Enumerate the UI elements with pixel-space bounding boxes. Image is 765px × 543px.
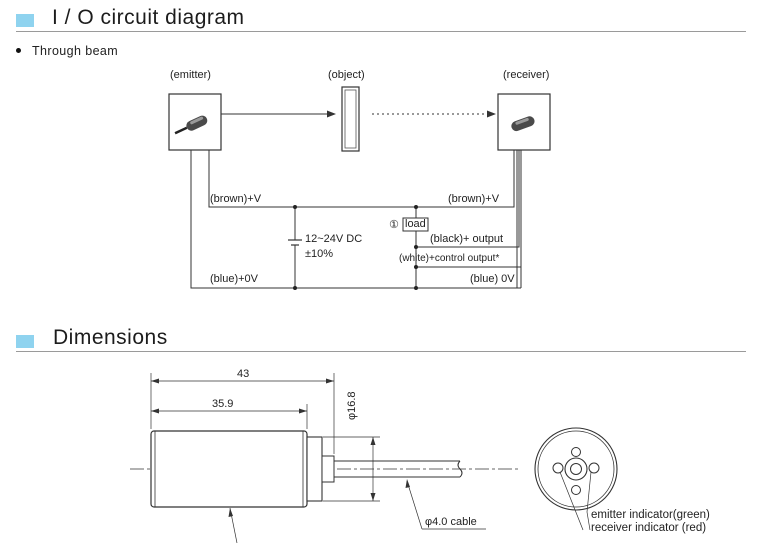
sensor-body xyxy=(150,430,308,508)
dimension-body-length: 35.9 xyxy=(212,398,234,410)
section-marker-dimensions xyxy=(16,335,34,348)
object-label: (object) xyxy=(328,69,365,81)
supply-voltage-label: 12~24V DC xyxy=(305,233,363,245)
front-view xyxy=(534,427,618,511)
wire-label-blue-right: (blue) 0V xyxy=(470,273,515,285)
section-divider-io xyxy=(16,31,746,32)
emitter-label: (emitter) xyxy=(170,69,211,81)
cable-label: φ4.0 cable xyxy=(425,516,477,528)
load-label: load xyxy=(405,218,426,230)
receiver-label: (receiver) xyxy=(503,69,550,81)
indicator-label-red: receiver indicator (red) xyxy=(591,522,707,534)
section-title-dimensions: Dimensions xyxy=(53,326,168,349)
sensor-collar xyxy=(306,436,323,502)
section-divider-dimensions xyxy=(16,351,746,352)
wire-label-black-output: (black)+ output xyxy=(430,233,504,245)
section-title-io: I / O circuit diagram xyxy=(52,6,245,29)
wire-label-white-output: (white)+control output* xyxy=(399,253,500,264)
bullet-dot xyxy=(16,48,21,53)
bullet-through-beam: Through beam xyxy=(32,44,119,58)
supply-tolerance-label: ±10% xyxy=(305,248,334,260)
emitter-sensor-icon xyxy=(174,115,208,135)
dimension-overall-length: 43 xyxy=(237,368,250,380)
section-marker-io xyxy=(16,14,34,27)
wire-label-brown-left: (brown)+V xyxy=(210,193,262,205)
receiver-sensor-icon xyxy=(511,116,535,132)
load-marker: ① xyxy=(389,219,399,231)
object-box xyxy=(341,86,360,152)
dimension-diameter: φ16.8 xyxy=(346,391,358,420)
wire-label-blue-left: (blue)+0V xyxy=(210,273,259,285)
indicator-label-green: emitter indicator(green) xyxy=(591,509,710,521)
wire-label-brown-right: (brown)+V xyxy=(448,193,500,205)
